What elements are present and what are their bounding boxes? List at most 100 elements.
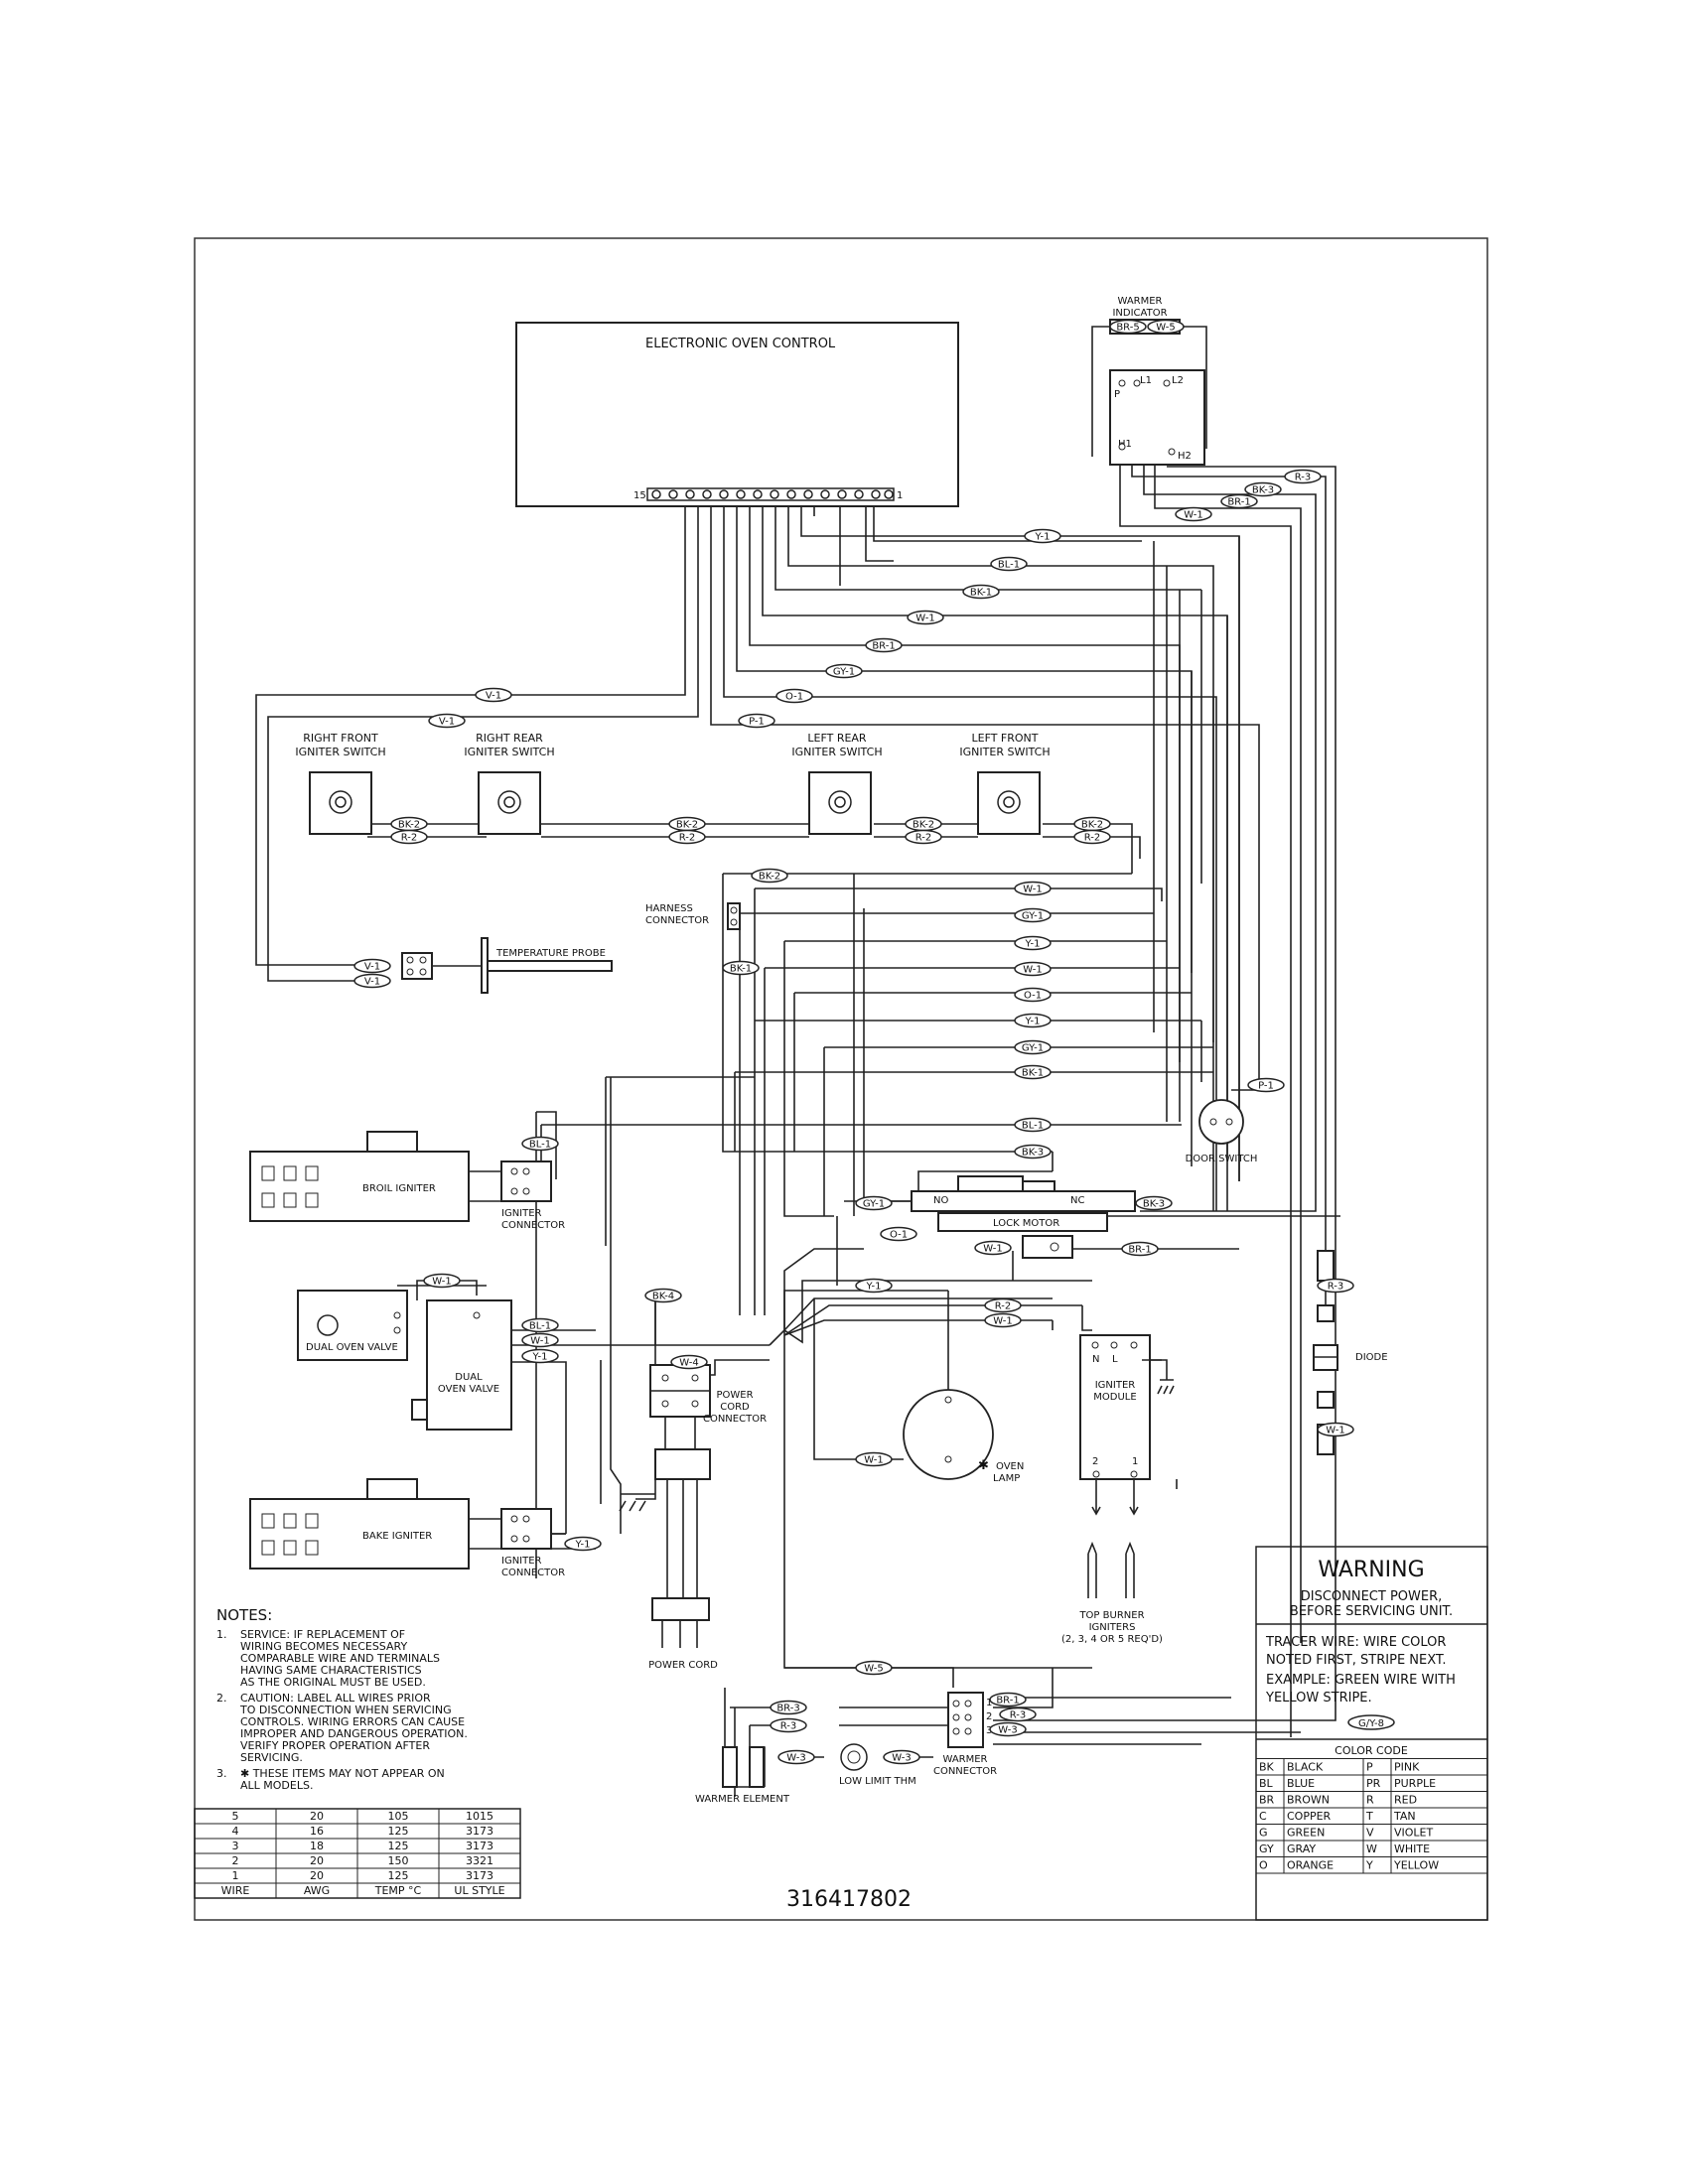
- wire-tag: W-3: [777, 1749, 815, 1765]
- note-line: AS THE ORIGINAL MUST BE USED.: [240, 1676, 426, 1689]
- note-line: COMPARABLE WIRE AND TERMINALS: [240, 1652, 440, 1665]
- warmer-connector-label-2: CONNECTOR: [933, 1766, 997, 1777]
- wire-tag: Y-1: [521, 1348, 559, 1364]
- wire-tag-label: BK-3: [1022, 1148, 1044, 1159]
- wire-tag-label: W-1: [1023, 965, 1042, 976]
- switch-lr-label: LEFT REAR: [807, 732, 867, 745]
- notes: NOTES: 1.SERVICE: IF REPLACEMENT OFWIRIN…: [216, 1606, 468, 1792]
- wire-tag-label: W-3: [998, 1725, 1017, 1736]
- wire-tag-label: R-3: [1295, 473, 1312, 483]
- warmer-element-label: WARMER ELEMENT: [695, 1794, 790, 1805]
- wire-tag-label: W-5: [1156, 323, 1175, 334]
- color-code-cell: BLACK: [1287, 1761, 1324, 1774]
- note-line: SERVICING.: [240, 1751, 303, 1764]
- note-number: 1.: [216, 1628, 227, 1641]
- wire-tag-label: V-1: [439, 717, 455, 728]
- wire-tag: W-1: [1317, 1422, 1354, 1437]
- power-cord-connector-label-2: CORD: [720, 1402, 750, 1413]
- color-code-cell: ORANGE: [1287, 1859, 1334, 1872]
- wire-table-header: AWG: [304, 1884, 330, 1897]
- wire-tag: W-1: [423, 1273, 461, 1289]
- color-code-cell: T: [1365, 1810, 1373, 1823]
- igniter-module-1: 1: [1132, 1456, 1138, 1467]
- wire-tag-label: O-1: [785, 692, 803, 703]
- wire-tag: R-3: [999, 1706, 1037, 1722]
- wire-table-cell: 20: [310, 1854, 324, 1867]
- control-title: ELECTRONIC OVEN CONTROL: [645, 337, 836, 351]
- wire-tag-label: W-1: [915, 614, 934, 624]
- igniter-connector-2: IGNITER: [501, 1556, 542, 1567]
- note-line: ALL MODELS.: [240, 1779, 313, 1792]
- color-code-cell: TAN: [1393, 1810, 1416, 1823]
- wire-tag-label: W-3: [892, 1753, 911, 1764]
- note-line: TO DISCONNECTION WHEN SERVICING: [239, 1704, 452, 1716]
- dual-oven-valve-label-2: DUAL: [455, 1372, 483, 1383]
- wire-tag-label: GY-1: [1022, 1043, 1044, 1054]
- wire-tag: GY-1: [855, 1195, 893, 1211]
- wire-tag: W-1: [855, 1451, 893, 1467]
- low-limit-label: LOW LIMIT THM: [839, 1776, 916, 1787]
- wire-tag-label: R-3: [780, 1721, 797, 1732]
- wire-tag: BK-2: [1073, 816, 1111, 832]
- wire-tag: R-3: [770, 1717, 807, 1733]
- wire-table-cell: 18: [310, 1840, 324, 1852]
- switch-rf-label: RIGHT FRONT: [303, 732, 378, 745]
- igniter-module-label: IGNITER: [1095, 1380, 1136, 1391]
- note-line: SERVICE: IF REPLACEMENT OF: [240, 1628, 405, 1641]
- wire-table-header: WIRE: [221, 1884, 250, 1897]
- color-code-cell: W: [1366, 1843, 1377, 1855]
- svg-text:3: 3: [986, 1725, 992, 1736]
- note-line: VERIFY PROPER OPERATION AFTER: [240, 1739, 430, 1752]
- wire-table-cell: 5: [232, 1810, 239, 1823]
- wire-tag: O-1: [880, 1226, 917, 1242]
- oven-lamp-label: OVEN: [996, 1461, 1024, 1472]
- temp-probe-label: TEMPERATURE PROBE: [495, 948, 606, 959]
- lock-motor-label: LOCK MOTOR: [993, 1218, 1059, 1229]
- wire-tag: R-3: [1317, 1278, 1354, 1294]
- color-code-cell: VIOLET: [1394, 1827, 1434, 1840]
- wire-tag-label: W-1: [1023, 885, 1042, 895]
- tracer-1: TRACER WIRE: WIRE COLOR: [1265, 1635, 1446, 1650]
- note-number: 2.: [216, 1692, 227, 1705]
- wire-table-cell: 20: [310, 1869, 324, 1882]
- wire-tag-label: Y-1: [532, 1352, 548, 1363]
- wire-tag-label: W-3: [786, 1753, 805, 1764]
- color-code-cell: GRAY: [1287, 1843, 1316, 1855]
- wire-tag: BK-2: [905, 816, 942, 832]
- wire-tag: O-1: [775, 688, 813, 704]
- wire-tag: W-5: [1147, 319, 1185, 335]
- wire-tag-label: BK-1: [1022, 1068, 1044, 1079]
- note-number: 3.: [216, 1767, 227, 1780]
- wire-table-cell: 1: [232, 1869, 239, 1882]
- warmer-indicator-label-2: INDICATOR: [1112, 308, 1167, 319]
- color-code-cell: YELLOW: [1393, 1859, 1439, 1872]
- wire-tag-label: P-1: [749, 717, 765, 728]
- switch-lr-label-2: IGNITER SWITCH: [791, 746, 882, 758]
- low-limit-thm: LOW LIMIT THM: [839, 1743, 916, 1787]
- harness-connector: HARNESS CONNECTOR: [645, 902, 741, 930]
- lock-motor-no: NO: [933, 1195, 948, 1206]
- note-line: ✱ THESE ITEMS MAY NOT APPEAR ON: [240, 1767, 445, 1780]
- wi-p: P: [1114, 389, 1120, 400]
- top-burner-label-3: (2, 3, 4 OR 5 REQ'D): [1061, 1634, 1163, 1645]
- svg-text:2: 2: [986, 1711, 992, 1722]
- wire-tag: W-3: [883, 1749, 920, 1765]
- wire-tag-label: BR-1: [996, 1696, 1019, 1706]
- warmer-element: WARMER ELEMENT: [695, 1688, 790, 1805]
- color-code-cell: GREEN: [1287, 1827, 1325, 1840]
- wire-tag: Y-1: [1014, 935, 1052, 951]
- wire-tag: BK-3: [1244, 481, 1282, 497]
- wire-tag: P-1: [738, 713, 775, 729]
- wire-tag: BL-1: [521, 1136, 559, 1152]
- wire-tag-label: BK-1: [730, 964, 752, 975]
- wire-table-cell: 3321: [466, 1854, 493, 1867]
- bake-igniter-label: BAKE IGNITER: [362, 1531, 432, 1542]
- igniter-connector-1: IGNITER: [501, 1208, 542, 1219]
- warmer-connector-label: WARMER: [942, 1754, 987, 1765]
- bake-igniter: BAKE IGNITER IGNITER CONNECTOR: [249, 1478, 565, 1578]
- wire-tag: V-1: [353, 973, 391, 989]
- wire-tag-label: BL-1: [529, 1321, 551, 1332]
- wire-tag-label: BL-1: [1022, 1121, 1044, 1132]
